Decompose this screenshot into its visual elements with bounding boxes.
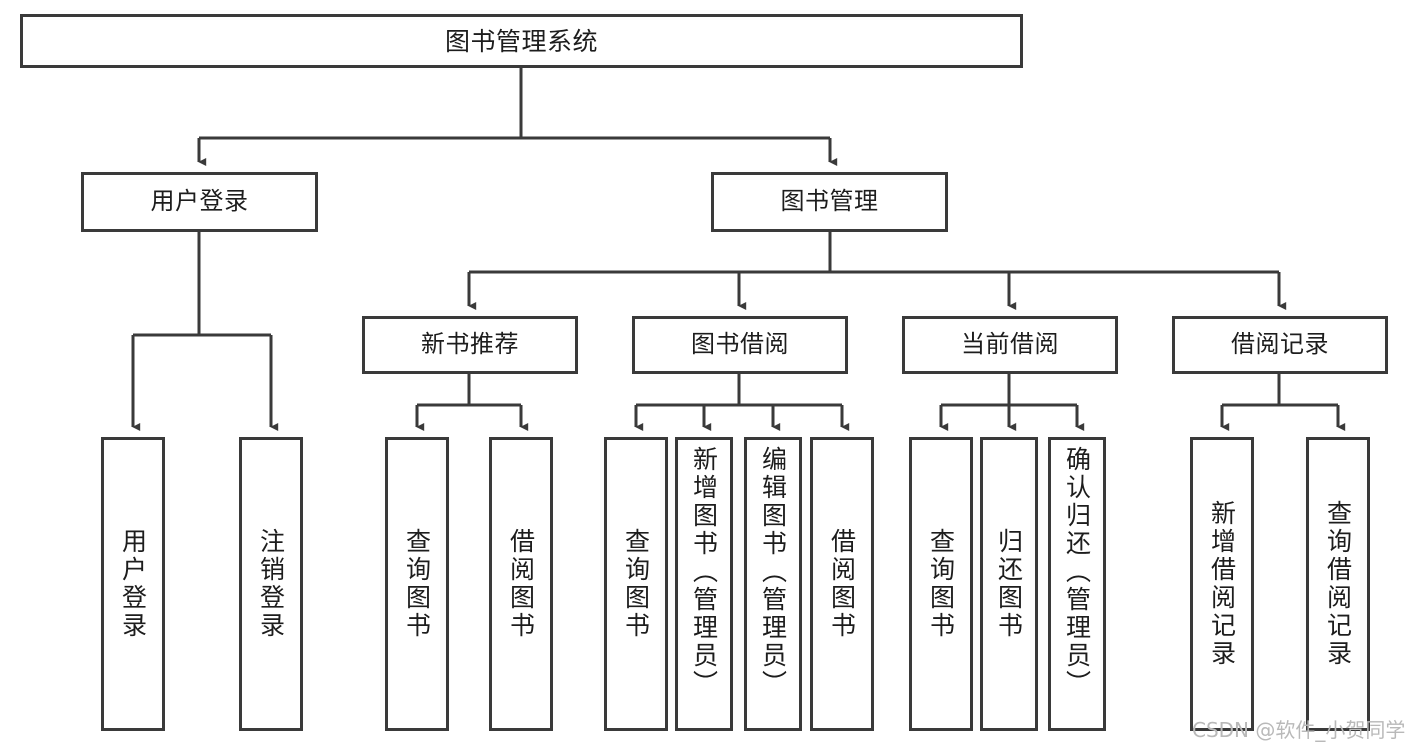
leaf-book-borrow-add-book-admin[interactable]: 新增图书（管理员） [675,437,733,731]
leaf-new-book-query-book[interactable]: 查询图书 [385,437,449,731]
node-label: 归还图书 [994,528,1024,640]
leaf-borrow-record-query-record[interactable]: 查询借阅记录 [1306,437,1370,731]
leaf-user-login-logout[interactable]: 注销登录 [239,437,303,731]
leaf-current-borrow-query-book[interactable]: 查询图书 [909,437,973,731]
csdn-watermark: CSDN @软件_小贺同学 [1192,718,1405,742]
node-label: 图书管理系统 [444,26,598,56]
node-book-borrow[interactable]: 图书借阅 [632,316,848,374]
node-book-management[interactable]: 图书管理 [711,172,948,232]
node-new-book-recommend[interactable]: 新书推荐 [362,316,578,374]
node-label: 借阅图书 [827,528,857,640]
node-current-borrow[interactable]: 当前借阅 [902,316,1118,374]
node-label: 借阅图书 [506,528,536,640]
node-label: 确认归还（管理员） [1062,446,1092,698]
node-label: 图书管理 [780,187,879,216]
node-label: 图书借阅 [691,330,789,359]
node-label: 新增图书（管理员） [689,446,719,698]
node-label: 查询图书 [621,528,651,640]
leaf-current-borrow-return-book[interactable]: 归还图书 [980,437,1038,731]
node-label: 新书推荐 [421,330,519,359]
node-label: 注销登录 [256,528,286,640]
leaf-current-borrow-confirm-return-admin[interactable]: 确认归还（管理员） [1048,437,1106,731]
leaf-new-book-borrow-book[interactable]: 借阅图书 [489,437,553,731]
node-label: 查询图书 [402,528,432,640]
node-label: 新增借阅记录 [1207,500,1237,668]
leaf-user-login-login[interactable]: 用户登录 [101,437,165,731]
node-root-book-management-system[interactable]: 图书管理系统 [20,14,1023,68]
node-borrow-record[interactable]: 借阅记录 [1172,316,1388,374]
node-label: 查询图书 [926,528,956,640]
leaf-book-borrow-borrow-book[interactable]: 借阅图书 [810,437,874,731]
leaf-book-borrow-query-book[interactable]: 查询图书 [604,437,668,731]
node-label: 查询借阅记录 [1323,500,1353,668]
node-label: 编辑图书（管理员） [758,446,788,698]
node-label: 用户登录 [150,187,249,216]
node-label: 用户登录 [118,528,148,640]
leaf-borrow-record-add-record[interactable]: 新增借阅记录 [1190,437,1254,731]
node-label: 借阅记录 [1231,330,1329,359]
node-label: 当前借阅 [961,330,1059,359]
leaf-book-borrow-edit-book-admin[interactable]: 编辑图书（管理员） [744,437,802,731]
node-user-login[interactable]: 用户登录 [81,172,318,232]
